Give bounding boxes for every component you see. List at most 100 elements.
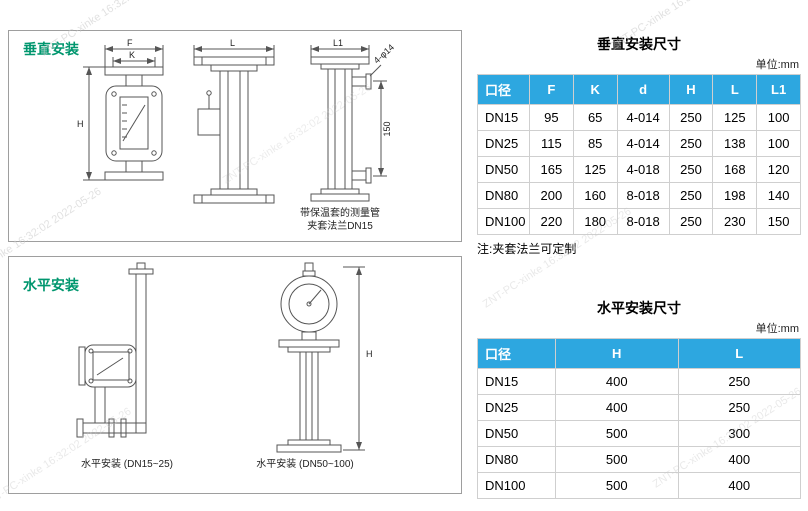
- column-header: H: [555, 338, 679, 369]
- table-cell: 230: [712, 208, 758, 235]
- dim-label-bolt-holes: 4-φ14: [372, 42, 396, 65]
- table-cell: 120: [756, 156, 801, 183]
- table-cell: DN25: [477, 130, 530, 157]
- table-cell: DN100: [477, 472, 556, 499]
- column-header: F: [529, 74, 574, 105]
- table-cell: DN100: [477, 208, 530, 235]
- horizontal-meter-small-dn: [76, 262, 154, 438]
- table-cell: DN80: [477, 182, 530, 209]
- table-cell: 400: [555, 394, 679, 421]
- table-cell: 400: [677, 446, 801, 473]
- vertical-table-unit: 单位:mm: [755, 59, 799, 71]
- column-header: H: [668, 74, 714, 105]
- table-cell: DN15: [477, 368, 556, 395]
- column-header: L1: [756, 74, 801, 105]
- flowmeter-front-view: [83, 45, 164, 181]
- table-cell: 125: [572, 156, 618, 183]
- vertical-table-note: 注:夹套法兰可定制: [477, 242, 577, 256]
- table-cell: 220: [529, 208, 574, 235]
- table-cell: 160: [572, 182, 618, 209]
- vertical-install-diagram: F K H L L1 4-φ14 150 带保温套的测量管 夹套法兰DN15: [77, 38, 396, 232]
- table-cell: 198: [712, 182, 758, 209]
- column-header: 口径: [477, 74, 530, 105]
- dim-label-k: K: [129, 50, 135, 60]
- column-header: 口径: [477, 338, 556, 369]
- table-cell: 300: [677, 420, 801, 447]
- horizontal-install-panel: 水平安装: [8, 256, 462, 494]
- vertical-install-panel: 垂直安装: [8, 30, 462, 242]
- table-cell: 85: [572, 130, 618, 157]
- jacket-caption-line2: 夹套法兰DN15: [307, 219, 373, 232]
- horizontal-caption-left: 水平安装 (DN15~25): [81, 457, 173, 470]
- table-cell: 8-018: [616, 208, 670, 235]
- table-cell: 250: [677, 368, 801, 395]
- table-cell: 95: [529, 104, 574, 131]
- column-header: L: [712, 74, 758, 105]
- table-cell: 4-014: [616, 104, 670, 131]
- jacketed-tube-view: [310, 45, 387, 202]
- dim-label-l: L: [230, 38, 235, 48]
- table-cell: 138: [712, 130, 758, 157]
- table-cell: DN80: [477, 446, 556, 473]
- measuring-tube-view: [193, 45, 275, 204]
- column-header: K: [572, 74, 618, 105]
- horizontal-caption-right: 水平安装 (DN50~100): [256, 457, 354, 470]
- vertical-table-title: 垂直安装尺寸: [597, 36, 681, 52]
- table-cell: 500: [555, 420, 679, 447]
- table-cell: DN50: [477, 156, 530, 183]
- table-cell: 65: [572, 104, 618, 131]
- dim-label-150: 150: [382, 121, 392, 136]
- dim-label-h: H: [77, 119, 84, 129]
- table-cell: 250: [668, 130, 714, 157]
- column-header: d: [616, 74, 670, 105]
- jacket-caption-line1: 带保温套的测量管: [300, 206, 380, 219]
- horizontal-panel-title: 水平安装: [23, 277, 79, 293]
- table-cell: 140: [756, 182, 801, 209]
- table-cell: 180: [572, 208, 618, 235]
- table-cell: 500: [555, 446, 679, 473]
- table-cell: 165: [529, 156, 574, 183]
- table-cell: 100: [756, 104, 801, 131]
- vertical-panel-title: 垂直安装: [23, 41, 79, 57]
- table-cell: 250: [668, 104, 714, 131]
- table-cell: 250: [668, 156, 714, 183]
- table-cell: 200: [529, 182, 574, 209]
- table-cell: DN50: [477, 420, 556, 447]
- table-cell: DN15: [477, 104, 530, 131]
- horizontal-table-title: 水平安装尺寸: [597, 300, 681, 316]
- dim-label-h-horizontal: H: [366, 349, 373, 359]
- dim-label-f: F: [127, 38, 133, 48]
- table-cell: 150: [756, 208, 801, 235]
- horizontal-install-diagram: H 水平安装 (DN15~25) 水平安装 (DN50~100): [76, 262, 373, 470]
- table-cell: 168: [712, 156, 758, 183]
- table-cell: 400: [555, 368, 679, 395]
- horizontal-meter-large-dn: [276, 262, 365, 453]
- table-cell: 8-018: [616, 182, 670, 209]
- table-cell: 250: [668, 182, 714, 209]
- table-cell: 500: [555, 472, 679, 499]
- table-cell: DN25: [477, 394, 556, 421]
- table-cell: 250: [668, 208, 714, 235]
- table-cell: 125: [712, 104, 758, 131]
- dim-label-l1: L1: [333, 38, 343, 48]
- table-cell: 100: [756, 130, 801, 157]
- horizontal-table-unit: 单位:mm: [755, 323, 799, 335]
- table-cell: 250: [677, 394, 801, 421]
- table-cell: 115: [529, 130, 574, 157]
